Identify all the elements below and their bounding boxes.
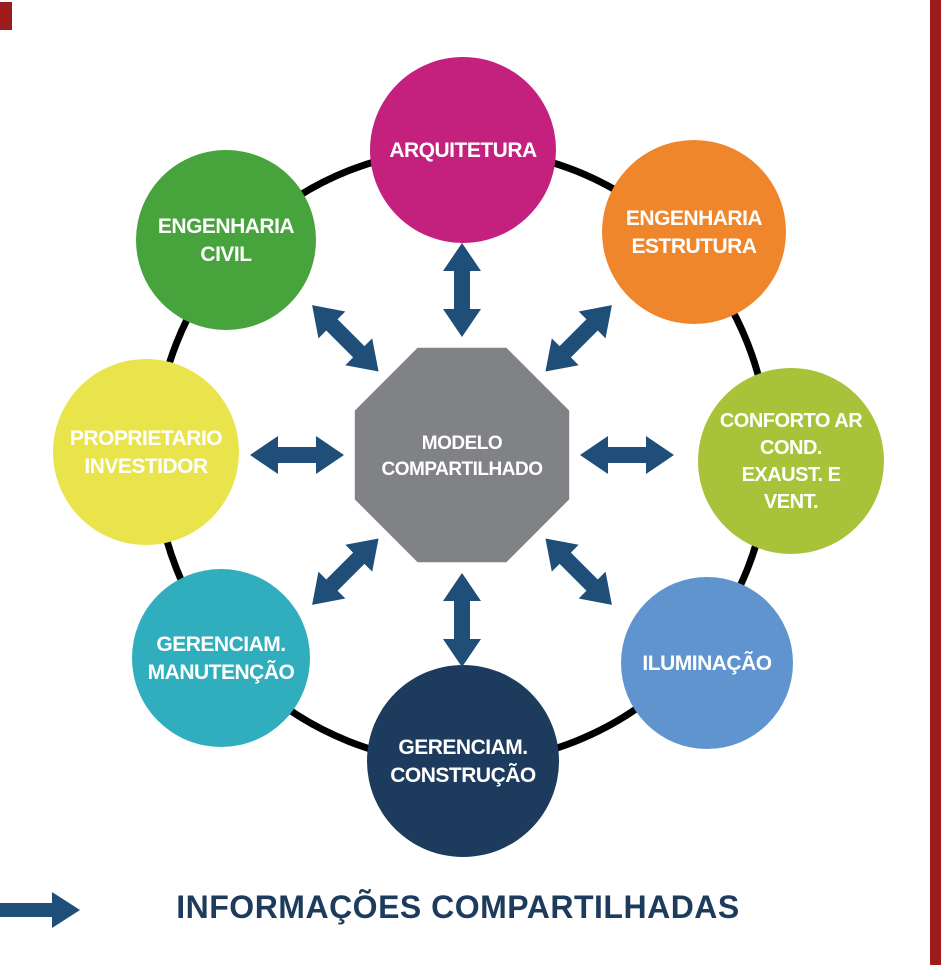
legend-arrow-icon — [0, 892, 80, 928]
node-label-line: CONFORTO AR — [720, 410, 863, 432]
node-gerenciam-construcao: GERENCIAM. CONSTRUÇÃO — [367, 665, 559, 857]
center-label-line: MODELO — [422, 433, 502, 454]
node-label-line: PROPRIETARIO — [70, 427, 222, 450]
edge-mark-right — [930, 0, 941, 965]
node-label-line: MANUTENÇÃO — [148, 661, 295, 684]
node-circle — [132, 569, 310, 747]
node-label-line: ENGENHARIA — [158, 215, 295, 238]
node-circle — [367, 665, 559, 857]
node-label-line: ENGENHARIA — [626, 207, 763, 230]
node-circle — [621, 577, 793, 749]
node-label: CONFORTO AR COND. EXAUST. E VENT. — [720, 410, 864, 513]
arrow-to-engenharia-estrutura-icon — [532, 291, 626, 385]
node-iluminacao: ILUMINAÇÃO — [621, 577, 793, 749]
node-label-line: EXAUST. E — [742, 464, 841, 486]
node-label: PROPRIETARIO INVESTIDOR — [70, 427, 223, 478]
node-circle — [136, 150, 316, 330]
node-label-line: GERENCIAM. — [156, 633, 285, 656]
node-proprietario-investidor: PROPRIETARIO INVESTIDOR — [53, 359, 239, 545]
node-arquitetura: ARQUITETURA — [370, 57, 556, 243]
node-label: GERENCIAM. MANUTENÇÃO — [148, 633, 295, 684]
edge-mark-top-left — [0, 2, 12, 30]
node-engenharia-estrutura: ENGENHARIA ESTRUTURA — [602, 140, 786, 324]
node-label: ARQUITETURA — [389, 139, 537, 162]
legend: INFORMAÇÕES COMPARTILHADAS — [0, 889, 740, 928]
node-label-line: CIVIL — [200, 243, 252, 266]
node-label-line: ARQUITETURA — [389, 139, 537, 162]
node-circle — [698, 368, 884, 554]
arrow-to-gerenciam-construcao-icon — [443, 573, 481, 667]
node-label-line: GERENCIAM. — [398, 736, 527, 759]
arrow-to-arquitetura-icon — [443, 243, 481, 337]
node-label: GERENCIAM. CONSTRUÇÃO — [390, 736, 536, 787]
legend-label: INFORMAÇÕES COMPARTILHADAS — [176, 889, 740, 925]
arrow-to-proprietario-icon — [250, 436, 344, 474]
arrow-to-iluminacao-icon — [532, 525, 626, 619]
arrow-to-conforto-icon — [580, 436, 674, 474]
node-circle — [602, 140, 786, 324]
arrow-to-gerenciam-manutencao-icon — [298, 525, 392, 619]
center-label-line: COMPARTILHADO — [382, 459, 543, 480]
node-label-line: VENT. — [764, 491, 818, 513]
node-label-line: COND. — [760, 437, 822, 459]
node-label: ENGENHARIA CIVIL — [158, 215, 295, 266]
node-label-line: INVESTIDOR — [84, 455, 208, 478]
center-node-modelo-compartilhado: MODELO COMPARTILHADO — [354, 347, 570, 563]
node-gerenciam-manutencao: GERENCIAM. MANUTENÇÃO — [132, 569, 310, 747]
node-circle — [53, 359, 239, 545]
node-label-line: CONSTRUÇÃO — [390, 764, 536, 787]
center-label: MODELO COMPARTILHADO — [382, 433, 543, 480]
node-label-line: ESTRUTURA — [632, 235, 757, 258]
node-engenharia-civil: ENGENHARIA CIVIL — [136, 150, 316, 330]
node-circle — [370, 57, 556, 243]
center-octagon — [354, 347, 570, 563]
arrow-to-engenharia-civil-icon — [298, 291, 392, 385]
node-label-line: ILUMINAÇÃO — [642, 652, 771, 675]
node-label: ENGENHARIA ESTRUTURA — [626, 207, 763, 258]
node-label: ILUMINAÇÃO — [642, 652, 772, 675]
node-conforto-ar-cond-exaust-vent: CONFORTO AR COND. EXAUST. E VENT. — [698, 368, 884, 554]
